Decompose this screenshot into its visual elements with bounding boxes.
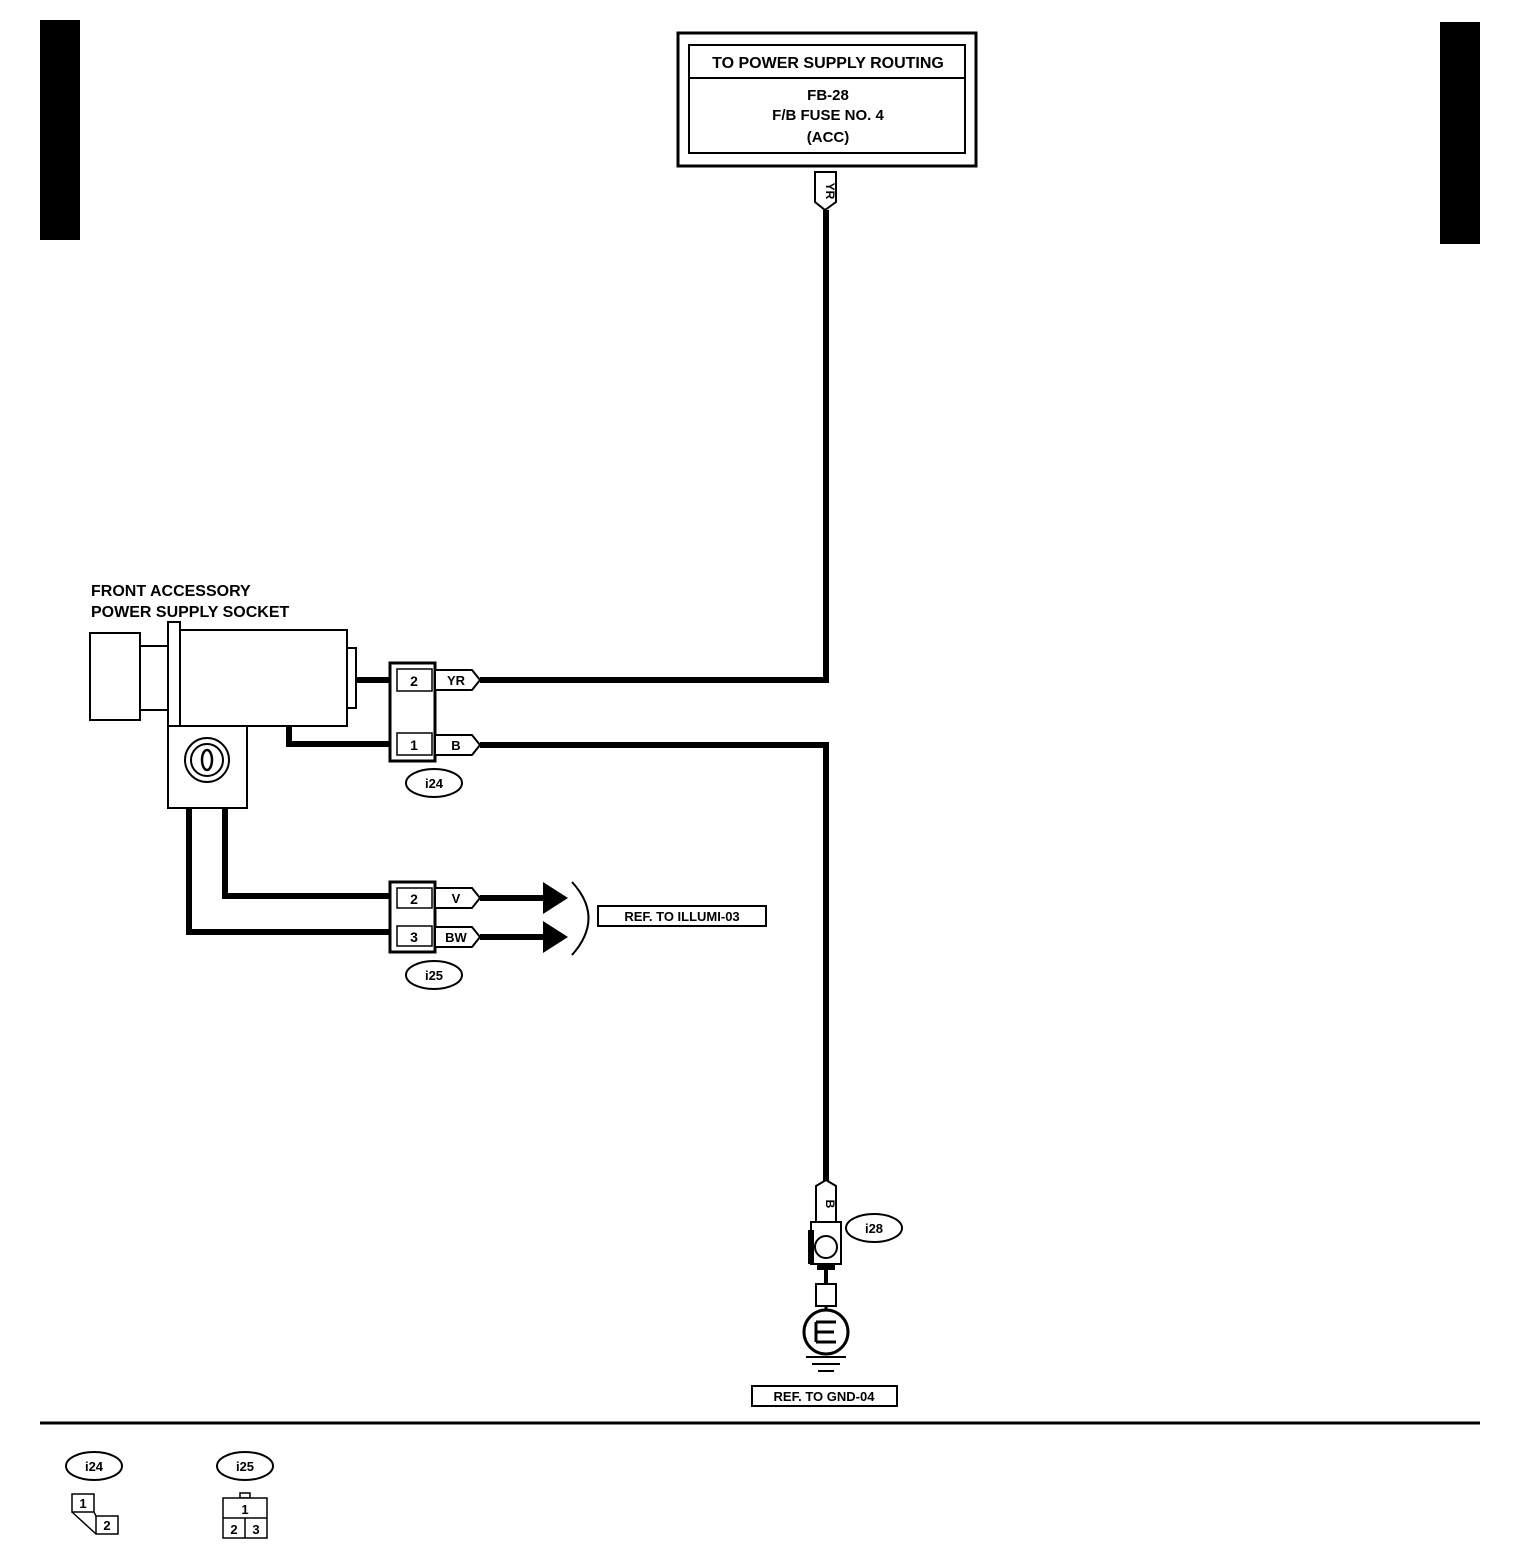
socket-label-line1: FRONT ACCESSORY — [91, 583, 251, 600]
power-supply-line1: FB-28 — [807, 87, 849, 104]
i25-pin-a: 2 — [410, 891, 418, 907]
wire-v-internal — [222, 808, 390, 899]
legend-i25-pin-3: 3 — [252, 1522, 259, 1537]
page-tab-left: FAPS-01 — [40, 20, 80, 240]
ground-wire-label: B — [823, 1200, 837, 1209]
power-supply-line3: (ACC) — [807, 129, 850, 146]
i25-wire-a: V — [452, 891, 461, 906]
connector-i25: 2 3 V BW i25 — [388, 880, 482, 990]
power-supply-socket — [89, 621, 357, 809]
legend-i25-id: i25 — [236, 1459, 254, 1474]
wire-b — [480, 742, 829, 1185]
arrow-v — [543, 882, 568, 914]
legend-i24-pin-2: 2 — [103, 1518, 110, 1533]
i24-wire-a: YR — [447, 673, 466, 688]
wire-socket-to-i24-pin1 — [286, 725, 390, 747]
legend-i24-pin-1: 1 — [79, 1496, 86, 1511]
legend-i25: i25 1 2 3 — [216, 1451, 274, 1539]
legend-i24: i24 1 2 — [65, 1451, 123, 1535]
ground-terminal-id: i28 — [865, 1221, 883, 1236]
wire-yr — [480, 210, 829, 683]
ground-terminal: B i28 REF. TO GND-04 — [751, 1178, 903, 1407]
i25-id: i25 — [425, 968, 443, 983]
illumi-arrows — [543, 882, 568, 953]
page-code-right: FAPS-01 — [1447, 80, 1477, 186]
wire-label-yr-vertical: YR — [823, 183, 837, 200]
arrow-bw — [543, 921, 568, 953]
legend-i24-id: i24 — [85, 1459, 104, 1474]
wire-tag-yr-vertical: YR — [814, 171, 837, 212]
illumi-bracket — [571, 881, 590, 956]
i24-pin-a: 2 — [410, 673, 418, 689]
legend-i25-pin-1: 1 — [241, 1502, 248, 1517]
illumi-reference-text: REF. TO ILLUMI-03 — [624, 909, 739, 924]
legend-i25-pin-2: 2 — [230, 1522, 237, 1537]
socket-label-line2: POWER SUPPLY SOCKET — [91, 604, 289, 621]
power-supply-header: TO POWER SUPPLY ROUTING — [712, 55, 944, 72]
i24-wire-b: B — [451, 738, 460, 753]
wires — [186, 210, 829, 1185]
connector-i24: 2 1 YR B i24 — [388, 661, 482, 798]
power-supply-line2: F/B FUSE NO. 4 — [772, 107, 884, 124]
i24-pin-b: 1 — [410, 737, 418, 753]
page-code-left: FAPS-01 — [48, 77, 78, 183]
power-supply-box: TO POWER SUPPLY ROUTING FB-28 F/B FUSE N… — [676, 31, 978, 168]
i24-id: i24 — [425, 776, 444, 791]
illumi-reference: REF. TO ILLUMI-03 — [597, 905, 767, 927]
i25-wire-b: BW — [445, 930, 467, 945]
i25-pin-b: 3 — [410, 929, 418, 945]
wire-bw-internal — [186, 808, 390, 935]
ground-reference-text: REF. TO GND-04 — [774, 1389, 876, 1404]
page-tab-right: FAPS-01 — [1440, 22, 1480, 244]
